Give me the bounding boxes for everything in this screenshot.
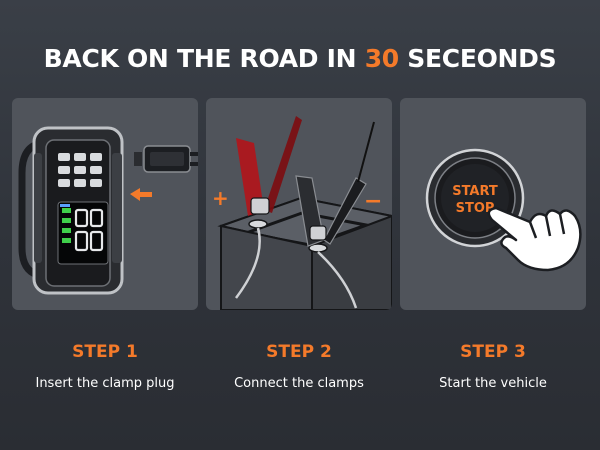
step-2-description: Connect the clamps <box>234 376 364 391</box>
title-prefix: BACK ON THE ROAD IN <box>43 44 365 73</box>
battery-icon: + − <box>212 116 392 310</box>
step-3-title: STEP 3 <box>460 342 526 362</box>
negative-sign: − <box>364 189 382 214</box>
positive-sign: + <box>212 186 229 210</box>
button-label-stop: STOP <box>456 201 495 216</box>
pointing-hand-icon <box>487 206 582 272</box>
step1-illustration-panel <box>12 98 198 310</box>
title-suffix: SECEONDS <box>398 44 557 73</box>
clamp-plug-icon <box>134 145 198 173</box>
arrow-left-icon <box>130 188 152 201</box>
step-3-description: Start the vehicle <box>439 376 547 391</box>
page-title: BACK ON THE ROAD IN 30 SECEONDS <box>0 44 600 73</box>
red-clamp-icon <box>236 116 302 216</box>
step-1-description: Insert the clamp plug <box>35 376 175 391</box>
black-clamp-icon <box>295 121 375 247</box>
step3-illustration-panel: START STOP <box>400 98 586 310</box>
step-3: STEP 3 Start the vehicle <box>400 342 586 391</box>
start-stop-button-icon: START STOP <box>425 148 582 272</box>
jump-starter-device-icon <box>18 126 198 295</box>
step2-illustration-panel: + − <box>206 98 392 310</box>
step-1-title: STEP 1 <box>72 342 138 362</box>
title-highlight: 30 <box>364 44 400 73</box>
step-1: STEP 1 Insert the clamp plug <box>12 342 198 391</box>
step-2-title: STEP 2 <box>266 342 332 362</box>
step-2: STEP 2 Connect the clamps <box>206 342 392 391</box>
button-label-start: START <box>452 184 498 199</box>
